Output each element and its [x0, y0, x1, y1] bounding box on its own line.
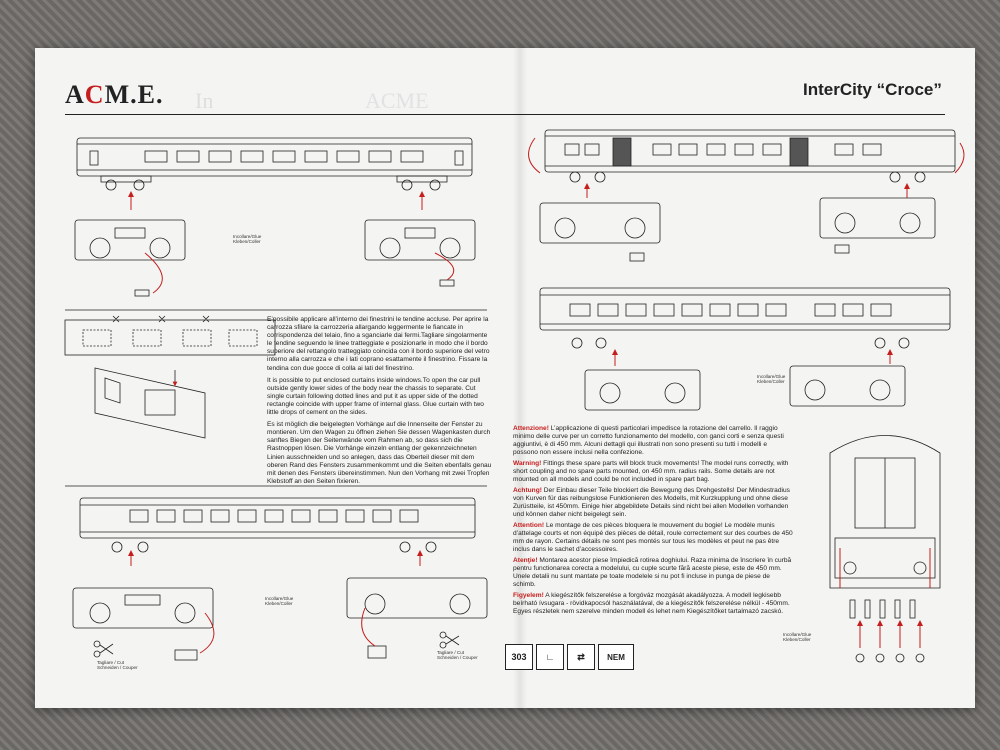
cut-label-left: Tagliare / Cut Schneiden / Couper: [97, 660, 138, 671]
page-title: InterCity “Croce”: [803, 80, 942, 99]
instructions-italian: E’possibile applicare all’interno dei fi…: [267, 316, 490, 372]
glue-label-2: Incollare/Glue Kleben/Coller: [265, 596, 294, 607]
bogie-detail-right-1: [364, 219, 476, 287]
coach-1-windows: [144, 150, 424, 163]
instruction-sheet: ACM.E. In ACME InterCity “Croce”: [35, 48, 975, 708]
curtain-template: [64, 315, 276, 356]
instructions-german: Es ist möglich die beigelegten Vorhänge …: [267, 421, 492, 485]
red-guide-arrows: [128, 137, 965, 654]
bogie-detail-left-3: [539, 202, 661, 262]
coupler-icon: ⇄: [567, 644, 595, 670]
coach-2-windows: [129, 509, 419, 523]
bogie-detail-right-2: [346, 577, 488, 659]
symbol-row: 303 ∟ ⇄ NEM: [505, 644, 634, 670]
coach-3-windows: [564, 143, 882, 156]
scissors-icon-right: [439, 631, 460, 649]
bogie-detail-left-1: [74, 219, 186, 297]
show-through-logo: In: [195, 88, 214, 113]
warning-romanian: Atenţie! Montarea acestor piese împiedic…: [513, 557, 792, 588]
curtain-instructions: E’possibile applicare all’interno dei fi…: [267, 316, 493, 490]
coach-side-view-2: [79, 497, 476, 553]
technical-drawings: [64, 129, 965, 663]
nem-badge: NEM: [598, 644, 634, 670]
instructions-english: It is possible to put enclosed curtains …: [267, 376, 484, 417]
show-through-logo-reverse: ACME: [365, 88, 429, 113]
radius-icon: ∟: [536, 644, 564, 670]
bogie-detail-left-4: [584, 369, 701, 411]
glue-label-4: Incollare/Glue Kleben/Coller: [783, 632, 812, 643]
sheet-fold: [513, 48, 527, 708]
warning-hungarian: Figyelem! A kiegészítők felszerelése a f…: [513, 592, 790, 615]
scale-code-badge: 303: [505, 644, 533, 670]
coupler-part: [174, 649, 198, 661]
coach-side-view-4: [539, 287, 951, 349]
coach-front-view: [829, 435, 941, 589]
curtain-install-view: [94, 367, 206, 439]
header-rule: [65, 114, 945, 115]
warning-block: Attenzione! L’applicazione di questi par…: [513, 425, 793, 619]
glue-label-1: Incollare/Glue Kleben/Coller: [233, 234, 262, 245]
bogie-detail-right-3: [819, 197, 936, 254]
scissors-icon-group: [93, 631, 460, 658]
coach-side-view-3: [544, 129, 956, 183]
warning-italian: Attenzione! L’applicazione di questi par…: [513, 425, 784, 456]
scissors-icon-left: [93, 640, 114, 658]
cut-label-right: Tagliare / Cut Schneiden / Couper: [437, 650, 478, 661]
warning-french: Attention! Le montage de ces pièces bloq…: [513, 522, 793, 553]
accessory-parts: [849, 599, 925, 663]
bogie-detail-left-2: [72, 587, 214, 629]
warning-english: Warning! Fittings these spare parts will…: [513, 460, 789, 483]
glue-label-3: Incollare/Glue Kleben/Coller: [757, 374, 786, 385]
acme-logo: ACM.E.: [65, 80, 164, 109]
bogie-detail-right-4: [789, 365, 906, 407]
coach-side-view-1: [76, 137, 473, 191]
warning-german: Achtung! Der Einbau dieser Teile blockie…: [513, 487, 790, 518]
coach-4-windows: [569, 303, 892, 317]
